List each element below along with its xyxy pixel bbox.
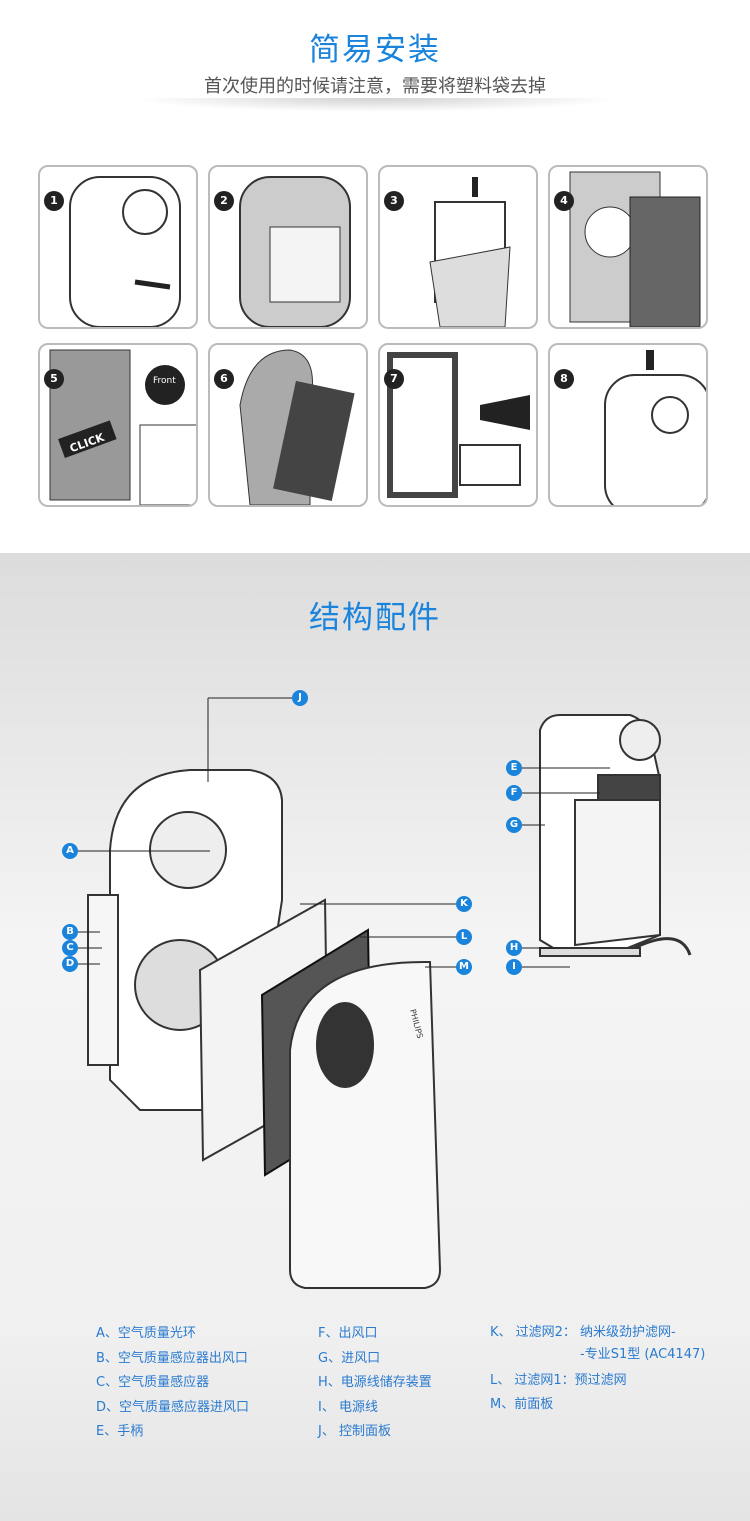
callout-b: B: [62, 924, 78, 940]
step-number: 5: [44, 369, 64, 389]
step-illustration: [429, 177, 511, 327]
callout-h: H: [506, 940, 522, 956]
legend-item: -专业S1型 (AC4147): [580, 1347, 706, 1362]
install-step-3: 3: [378, 165, 538, 329]
callout-lines: [70, 697, 610, 968]
air-quality-ring: [149, 811, 227, 889]
callout-m: M: [456, 959, 472, 975]
callout-i: I: [506, 959, 522, 975]
install-subtitle: 首次使用的时候请注意，需要将塑料袋去掉: [204, 76, 546, 97]
callout-a: A: [62, 843, 78, 859]
callout-l: L: [456, 929, 472, 945]
legend-item: C、空气质量感应器: [96, 1375, 210, 1390]
legend-item: F、出风口: [318, 1326, 378, 1341]
step-illustration: [239, 349, 355, 505]
callout-g: G: [506, 817, 522, 833]
callout-k: K: [456, 896, 472, 912]
step-number: 8: [554, 369, 574, 389]
step-number: 6: [214, 369, 234, 389]
step-number: 1: [44, 191, 64, 211]
install-step-7: 7: [378, 343, 538, 507]
legend-item: I、 电源线: [318, 1399, 378, 1415]
install-step-1: 1: [38, 165, 198, 329]
legend-item: J、 控制面板: [318, 1424, 391, 1439]
legend-item: G、进风口: [318, 1350, 381, 1366]
divider-shadow: [130, 98, 620, 112]
step-number: 2: [214, 191, 234, 211]
install-step-8: 8: [548, 343, 708, 507]
callout-d: D: [62, 956, 78, 972]
step-illustration: [387, 352, 530, 498]
front-label: Front: [153, 376, 176, 386]
step-number: 4: [554, 191, 574, 211]
install-title: 简易安装: [309, 32, 441, 68]
callout-c: C: [62, 940, 78, 956]
step-illustration: [569, 171, 701, 327]
callout-f: F: [506, 785, 522, 801]
legend-item: A、空气质量光环: [96, 1326, 196, 1341]
install-step-2: 2: [208, 165, 368, 329]
install-step-4: 4: [548, 165, 708, 329]
step-number: 7: [384, 369, 404, 389]
legend-item: K、 过滤网2： 纳米级劲护滤网-: [490, 1325, 676, 1340]
step-number: 3: [384, 191, 404, 211]
install-step-6: 6: [208, 343, 368, 507]
step-illustration: [604, 350, 706, 505]
legend-item: H、电源线储存装置: [318, 1375, 432, 1390]
step-illustration: [239, 176, 351, 327]
legend-item: E、手柄: [96, 1424, 144, 1439]
callout-e: E: [506, 760, 522, 776]
step-illustration: [69, 176, 181, 327]
legend-item: L、 过滤网1：预过滤网: [490, 1373, 627, 1388]
parts-title: 结构配件: [309, 600, 441, 636]
legend-item: D、空气质量感应器进风口: [96, 1399, 250, 1415]
legend-item: B、空气质量感应器出风口: [96, 1350, 248, 1366]
callout-j: J: [292, 690, 308, 706]
legend-item: M、前面板: [490, 1397, 554, 1412]
